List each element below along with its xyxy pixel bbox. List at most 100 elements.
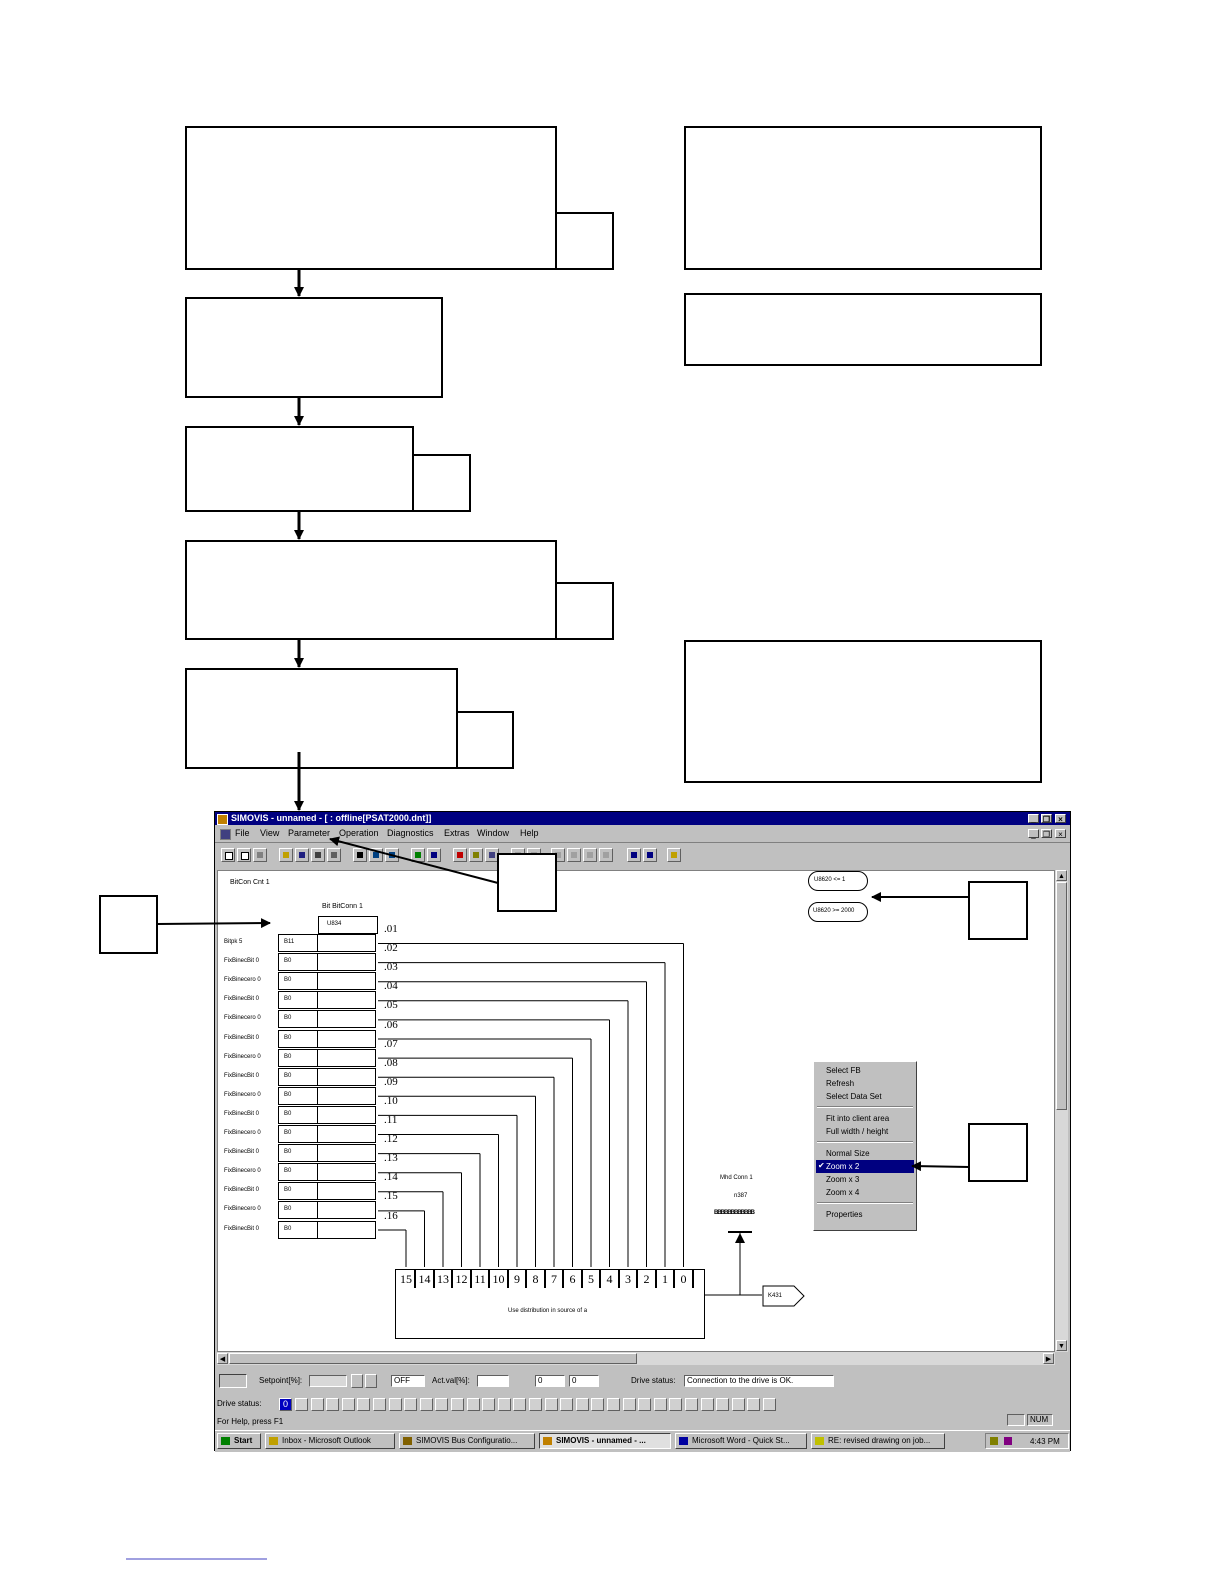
input-row-cell[interactable]: B0 [278, 1029, 376, 1048]
menu-window[interactable]: Window [477, 828, 510, 838]
menu-view[interactable]: View [260, 828, 280, 838]
limit-pill-1[interactable]: U8620 <= 1 [808, 871, 868, 891]
input-row-cell[interactable]: B0 [278, 953, 376, 972]
child-minimize-icon[interactable]: _ [1028, 829, 1039, 839]
menu-item-select-data-set[interactable]: Select Data Set [826, 1092, 882, 1101]
input-row-cell[interactable]: B0 [278, 1163, 376, 1182]
flow-box-5-tab [456, 711, 514, 769]
menu-item-zoom-x3[interactable]: Zoom x 3 [826, 1175, 860, 1184]
scroll-thumb[interactable] [1056, 882, 1067, 1110]
input-row-cell[interactable]: B0 [278, 972, 376, 991]
scroll-right-icon[interactable]: ▶ [1043, 1353, 1054, 1364]
menu-item-refresh[interactable]: Refresh [826, 1079, 855, 1088]
help-icon[interactable] [667, 848, 681, 862]
scroll-up-icon[interactable]: ▲ [1056, 870, 1067, 881]
offline-icon[interactable] [427, 848, 441, 862]
document-icon[interactable] [220, 829, 231, 840]
input-row-cell[interactable]: B0 [278, 1201, 376, 1220]
close-icon[interactable]: × [1055, 814, 1066, 824]
side-box-2 [684, 293, 1042, 366]
task-email-label: RE: revised drawing on job... [828, 1436, 931, 1445]
input-row-cell[interactable]: B0 [278, 1144, 376, 1163]
drive-status-bit [653, 1398, 667, 1411]
print-preview-icon[interactable] [327, 848, 341, 862]
input-row-cell[interactable]: B0 [278, 1220, 376, 1239]
menu-item-full-width-height[interactable]: Full width / height [826, 1127, 889, 1136]
menu-item-normal-size[interactable]: Normal Size [826, 1149, 870, 1158]
flow-box-1-tab [555, 212, 614, 270]
task-simovis-unnamed[interactable]: SIMOVIS - unnamed - ... [539, 1433, 671, 1449]
drive-status-bit [419, 1398, 433, 1411]
tray-icon[interactable] [990, 1437, 998, 1445]
disabled-tool-icon[interactable] [567, 848, 581, 862]
hscroll-thumb[interactable] [229, 1353, 637, 1364]
tile-window-icon[interactable] [627, 848, 641, 862]
menu-extras[interactable]: Extras [444, 828, 470, 838]
drive-status-bit [513, 1398, 527, 1411]
input-row-cell[interactable]: B0 [278, 1067, 376, 1086]
setpoint-decrease-button[interactable] [351, 1374, 363, 1388]
on-off-toggle[interactable] [219, 1374, 247, 1388]
menu-item-fit-client-area[interactable]: Fit into client area [826, 1114, 890, 1123]
horizontal-scrollbar[interactable]: ◀ ▶ [217, 1352, 1055, 1365]
setpoint-input[interactable] [309, 1375, 347, 1387]
trace-icon[interactable] [469, 848, 483, 862]
task-simovis-bus[interactable]: SIMOVIS Bus Configuratio... [399, 1433, 535, 1449]
print-icon[interactable] [311, 848, 325, 862]
input-row-cell[interactable]: B0 [278, 1125, 376, 1143]
input-row-cell[interactable]: B0 [278, 1010, 376, 1029]
output-connector[interactable]: K431 [762, 1285, 806, 1307]
input-row-cell[interactable]: B0 [278, 1105, 376, 1124]
pointer-icon[interactable] [353, 848, 367, 862]
vertical-scrollbar[interactable]: ▲ ▼ [1055, 870, 1068, 1352]
menu-file[interactable]: File [235, 828, 250, 838]
bus-label: BBBBBBBBBBBB [714, 1210, 755, 1216]
disabled-tool-icon[interactable] [583, 848, 597, 862]
copy-icon[interactable] [253, 848, 267, 862]
task-simovis-unnamed-label: SIMOVIS - unnamed - ... [556, 1436, 646, 1445]
input-row-label: FixBinecBit 0 [224, 1225, 260, 1232]
menu-item-zoom-x4[interactable]: Zoom x 4 [826, 1188, 860, 1197]
input-row-cell[interactable]: B0 [278, 991, 376, 1010]
drive-status-bit [731, 1398, 745, 1411]
menu-item-zoom-x2[interactable]: Zoom x 2 [816, 1160, 914, 1173]
child-close-icon[interactable]: × [1055, 829, 1066, 839]
input-row-cell[interactable]: B11 [278, 934, 376, 952]
child-restore-icon[interactable]: ❐ [1041, 829, 1052, 839]
new-file-icon[interactable] [237, 848, 251, 862]
input-row-cell[interactable]: B0 [278, 1086, 376, 1105]
menu-item-properties[interactable]: Properties [826, 1210, 863, 1219]
tray-icon[interactable] [1004, 1437, 1012, 1445]
clock: 4:43 PM [1030, 1437, 1060, 1446]
menu-item-select-fb[interactable]: Select FB [826, 1066, 861, 1075]
scroll-down-icon[interactable]: ▼ [1056, 1340, 1067, 1351]
task-word[interactable]: Microsoft Word - Quick St... [675, 1433, 807, 1449]
diagnostics-icon[interactable] [453, 848, 467, 862]
simovis-window: SIMOVIS - unnamed - [ : offline[PSAT2000… [214, 811, 1071, 1452]
open-folder-icon[interactable] [279, 848, 293, 862]
input-row-value: B0 [284, 1110, 292, 1117]
limit-pill-2[interactable]: U8620 >= 2000 [808, 902, 868, 922]
input-row-cell[interactable]: B0 [278, 1048, 376, 1067]
minimize-icon[interactable]: _ [1028, 814, 1039, 824]
disabled-tool-icon[interactable] [599, 848, 613, 862]
input-row-cell[interactable]: B0 [278, 1182, 376, 1201]
menu-parameter[interactable]: Parameter [288, 828, 331, 838]
app-icon [217, 814, 228, 825]
restore-icon[interactable]: ❐ [1041, 814, 1052, 824]
task-word-label: Microsoft Word - Quick St... [692, 1436, 790, 1445]
menu-diagnostics[interactable]: Diagnostics [387, 828, 434, 838]
task-email[interactable]: RE: revised drawing on job... [811, 1433, 945, 1449]
save-icon[interactable] [295, 848, 309, 862]
top-cell[interactable]: U834 [318, 916, 378, 934]
start-button[interactable]: Start [217, 1433, 261, 1449]
cascade-window-icon[interactable] [643, 848, 657, 862]
setpoint-increase-button[interactable] [365, 1374, 377, 1388]
task-outlook[interactable]: Inbox - Microsoft Outlook [265, 1433, 395, 1449]
menu-help[interactable]: Help [520, 828, 539, 838]
open-file-icon[interactable] [221, 848, 235, 862]
menu-operation[interactable]: Operation [339, 828, 379, 838]
scroll-left-icon[interactable]: ◀ [217, 1353, 228, 1364]
